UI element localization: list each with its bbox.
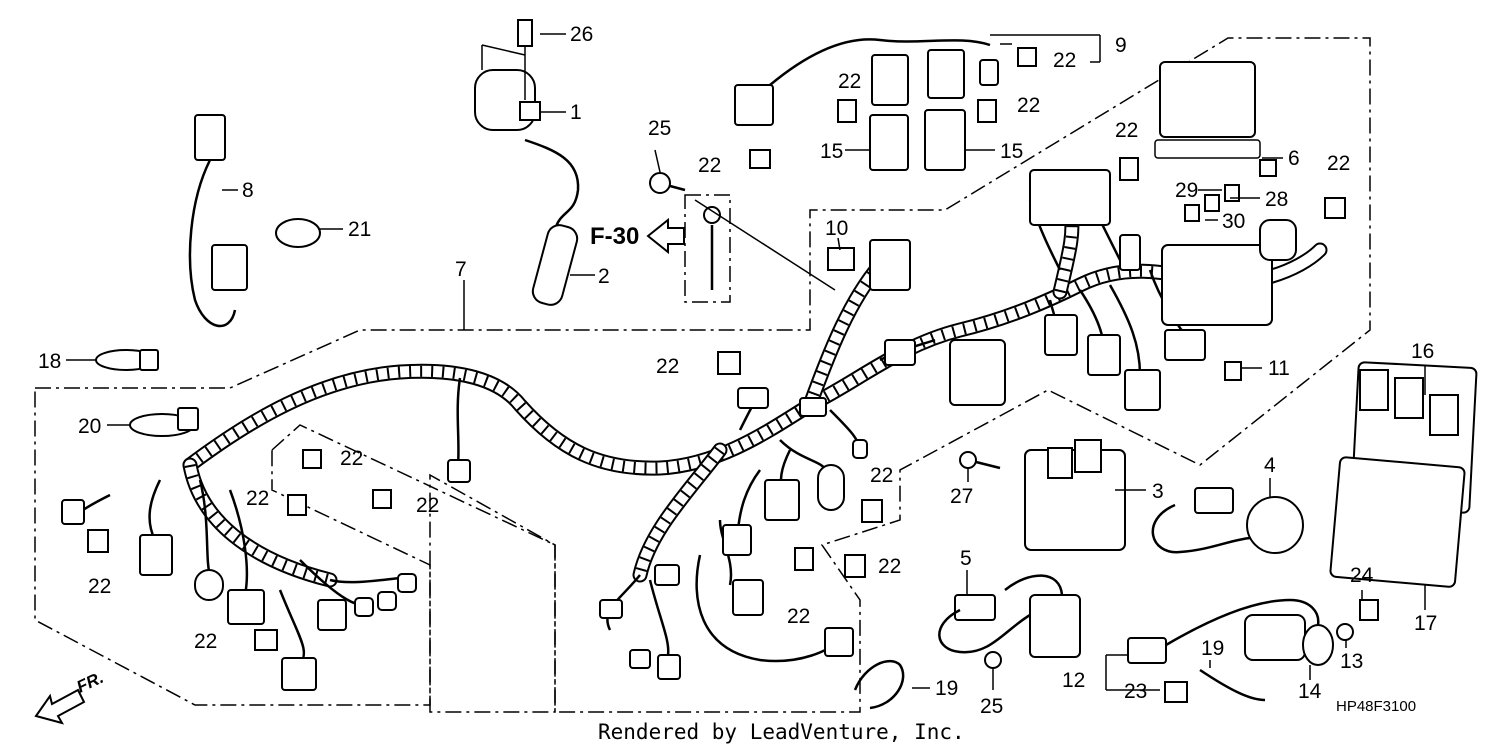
ignition-coil-assembly [474,19,580,306]
callout-label: 11 [1268,357,1290,380]
sensor-5 [938,574,1081,669]
callout-label: 22 [1115,119,1138,142]
callout-label: 6 [1288,147,1300,170]
reference-label: F-30 [590,223,639,250]
callout-label: 21 [348,218,371,241]
callout-label: 22 [878,555,901,578]
callout-label: 3 [1152,480,1164,503]
callout-label: 8 [242,179,254,202]
callout-label: 20 [78,415,101,438]
callout-label: 25 [980,695,1003,718]
callout-label: 19 [935,677,958,700]
callout-label: 22 [1327,152,1350,175]
callout-label: 23 [1124,680,1147,703]
callout-label: 18 [38,350,61,373]
callout-label: 22 [787,605,810,628]
harness-connectors [61,169,1297,691]
drawing-code: HP48F3100 [1336,698,1416,715]
regulator-rectifier [959,439,1126,551]
callout-label: 22 [88,575,111,598]
callout-label: 2 [598,265,610,288]
callout-label: 22 [838,70,861,93]
callout-label: 22 [698,154,721,177]
reference-arrow: F-30 [590,217,685,255]
harness-section-outline [34,37,1371,713]
callout-label: 16 [1411,340,1434,363]
callout-label: 22 [416,494,439,517]
terminal-detail-outline [684,194,731,303]
relay-connector-group [734,38,999,171]
callout-label: 27 [950,485,973,508]
callout-label: 5 [960,547,972,570]
callout-label: 28 [1265,188,1288,211]
callout-label: 17 [1414,612,1437,635]
callout-label: 19 [1201,637,1224,660]
callout-label: 22 [870,464,893,487]
callout-label: 22 [340,447,363,470]
callout-label: 13 [1340,650,1363,673]
callout-label: 15 [820,140,843,163]
callout-label: 26 [570,23,593,46]
callout-label: 22 [1017,94,1040,117]
fuse-box-cover [827,61,1277,381]
sensor-hardware [1302,599,1379,666]
callout-label: 29 [1175,179,1198,202]
callout-label: 9 [1115,34,1127,57]
callout-label: 22 [656,355,679,378]
band-clips [95,218,321,437]
callout-label: 10 [825,217,848,240]
ground-bolt-assembly [649,172,836,291]
ecu-assembly [1329,361,1478,588]
callout-label: 12 [1062,669,1085,692]
clip-22-group [87,47,1346,651]
callout-label: 24 [1350,564,1374,587]
callout-label: 22 [194,630,217,653]
band-19 [853,659,1266,710]
callout-numbers: 26 1 2 8 21 7 18 20 22 22 22 22 22 22 22… [38,23,1437,718]
front-direction-arrow: FR. [34,668,107,725]
leader-lines [66,33,1426,691]
sensor-assembly [1151,487,1304,554]
callout-label: 7 [455,258,467,281]
callout-label: 25 [648,117,671,140]
callout-label: 22 [246,487,269,510]
callout-label: 4 [1264,454,1276,477]
callout-label: 1 [570,101,582,124]
credit-text: Rendered by LeadVenture, Inc. [598,720,965,744]
callout-label: 15 [1000,140,1023,163]
callout-label: 30 [1222,210,1245,233]
sub-harness-8 [188,114,248,328]
callout-label: 22 [1053,49,1076,72]
callout-label: 14 [1298,680,1322,703]
